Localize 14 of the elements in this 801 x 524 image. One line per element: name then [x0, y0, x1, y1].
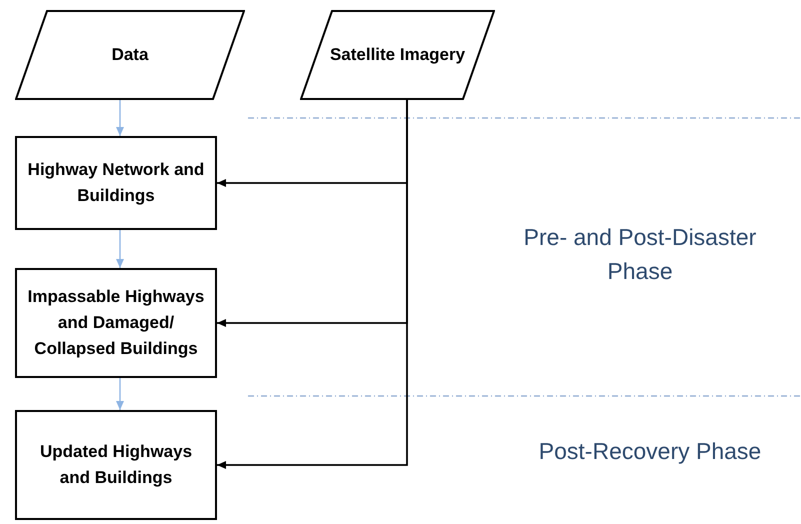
- process-box: [15, 410, 217, 520]
- phase-label: Pre- and Post-Disaster Phase: [522, 223, 758, 286]
- arrow: [116, 378, 124, 410]
- arrow: [116, 230, 124, 268]
- process-box: [15, 136, 217, 230]
- node-label: Satellite Imagery: [330, 44, 466, 66]
- arrow: [116, 100, 124, 136]
- node-label: Updated Highways and Buildings: [38, 441, 194, 489]
- node-label: Data: [112, 44, 148, 66]
- arrow: [217, 100, 408, 469]
- node-label: Impassable Highways and Damaged/ Collapsed Buildings: [27, 286, 205, 360]
- phase-label: Post-Recovery Phase: [538, 437, 762, 466]
- process-box: [15, 268, 217, 378]
- node-label: Highway Network and Buildings: [27, 159, 205, 207]
